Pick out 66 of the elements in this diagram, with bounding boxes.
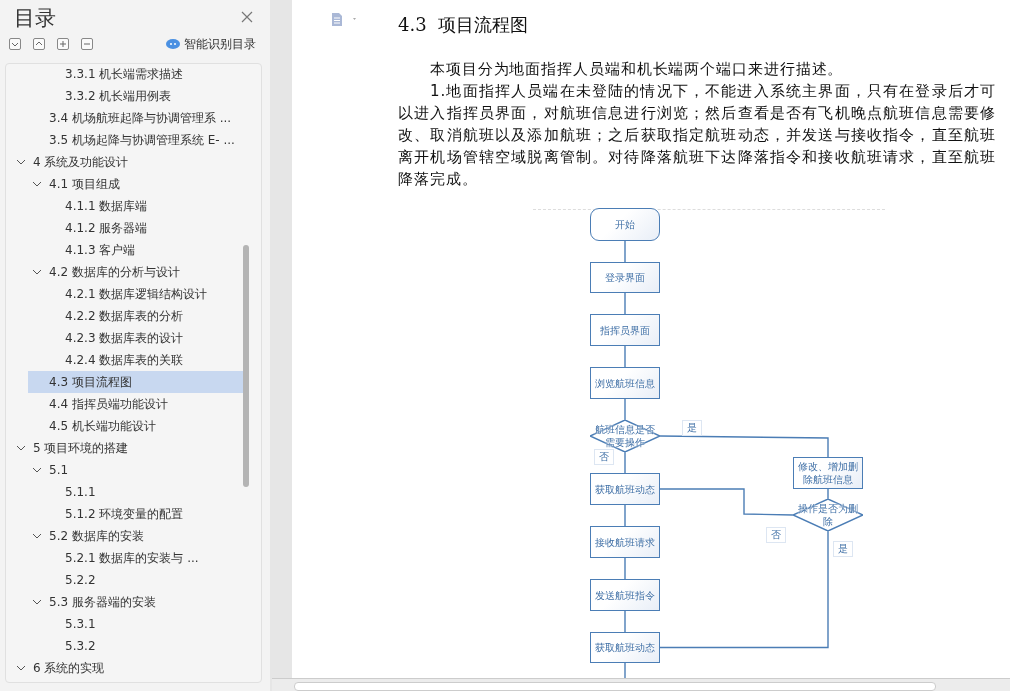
toc-entry: 5.3 服务器端的安装 — [49, 594, 156, 611]
process-box — [590, 579, 660, 611]
toc-entry: 5.2 数据库的安装 — [49, 528, 144, 545]
process-box — [590, 632, 660, 663]
panel-title: 目录 — [14, 5, 56, 32]
toc-entry: 5.2.2 — [65, 572, 96, 589]
toc-entry: 5.2.1 数据库的安装与 ... — [65, 550, 199, 567]
toc-entry: 4 系统及功能设计 — [33, 154, 129, 171]
toc-entry: 6 系统的实现 — [33, 660, 105, 677]
connector — [659, 435, 829, 458]
toc-entry: 5 项目环境的搭建 — [33, 440, 129, 457]
smart-toc-link: 智能识别目录 — [184, 36, 256, 52]
node-text: 发送航班指令 — [594, 588, 656, 602]
process-box — [590, 473, 660, 505]
connector — [827, 488, 829, 500]
toc-entry: 4.2.4 数据库表的关联 — [65, 352, 184, 369]
section-heading: 4.3 项目流程图 — [398, 13, 529, 37]
connector — [624, 398, 626, 421]
connector — [624, 451, 626, 474]
process-box — [590, 367, 660, 399]
toc-entry: 4.2.3 数据库表的设计 — [65, 330, 184, 347]
edge-label: 是 — [833, 541, 853, 557]
toc-entry: 4.1.2 服务器端 — [65, 220, 148, 237]
node-text: 接收航班请求 — [594, 535, 656, 549]
node-text: 修改、增加删除航班信息 — [797, 460, 859, 486]
toc-entry: 4.4 指挥员端功能设计 — [49, 396, 168, 413]
connector — [624, 504, 626, 527]
connector — [624, 240, 626, 263]
start-terminal — [590, 208, 660, 241]
connector — [624, 292, 626, 315]
node-text: 获取航班动态 — [594, 641, 656, 654]
connector — [659, 530, 829, 649]
toc-entry: 5.3.2 — [65, 638, 96, 655]
toc-entry: 4.2 数据库的分析与设计 — [49, 264, 180, 281]
node-text: 获取航班动态 — [594, 482, 656, 496]
node-text: 指挥员界面 — [599, 323, 651, 337]
paragraph: 本项目分为地面指挥人员端和机长端两个端口来进行描述。 — [429, 59, 845, 80]
process-box — [590, 526, 660, 558]
toc-entry: 4.3 项目流程图 — [49, 374, 132, 391]
paragraph: 1.地面指挥人员端在未登陆的情况下，不能进入系统主界面，只有在登录后才可以进入指挥员界面，对航班信息进行浏览；然后查看是否有飞机晚点航班信息需要修改、取消航班以及添加航班；之后获取指定航班动态，并发送与接收指令，直至航班离开机场管辖空域脱离管制。对待降落航班下达降落指令和接收航班请求，直至航班降落完成。 — [398, 81, 996, 190]
toc-entry: 3.4 机场航班起降与协调管理系 ... — [49, 110, 232, 127]
toc-entry: 5.1.2 环境变量的配置 — [65, 506, 184, 523]
connector — [624, 557, 626, 580]
toc-entry: 4.5 机长端功能设计 — [49, 418, 156, 435]
edge-label: 是 — [682, 420, 702, 436]
toc-entry: 4.1 项目组成 — [49, 176, 120, 193]
toc-entry: 5.3.1 — [65, 616, 96, 633]
toc-entry: 4.2.2 数据库表的分析 — [65, 308, 184, 325]
toc-entry: 3.3.1 机长端需求描述 — [65, 66, 184, 83]
toc-entry: 5.1.1 — [65, 484, 96, 501]
node-text: 浏览航班信息 — [594, 376, 656, 390]
connector — [624, 610, 626, 633]
toc-entry: 4.2.1 数据库逻辑结构设计 — [65, 286, 208, 303]
process-box — [590, 314, 660, 346]
toc-entry: 3.3.2 机长端用例表 — [65, 88, 172, 105]
process-box — [590, 262, 660, 293]
toc-entry: 4.1.1 数据库端 — [65, 198, 148, 215]
toc-entry: 4.1.3 客户端 — [65, 242, 136, 259]
connector — [624, 345, 626, 368]
edge-label: 否 — [594, 449, 614, 465]
connector — [659, 488, 794, 516]
node-text: 开始 — [614, 218, 636, 231]
toc-entry: 3.5 机场起降与协调管理系统 E- ... — [49, 132, 235, 149]
node-text: 登录界面 — [604, 271, 646, 284]
edge-label: 否 — [766, 527, 786, 543]
toc-entry: 5.1 — [49, 462, 69, 479]
